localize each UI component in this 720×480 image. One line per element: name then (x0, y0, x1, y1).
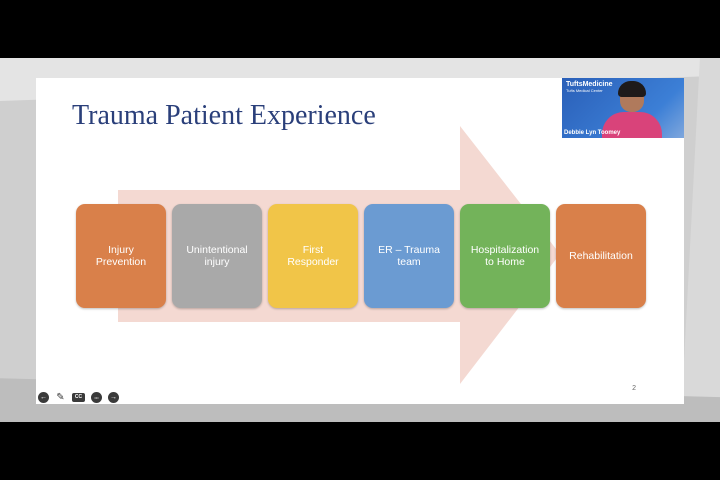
step-injury-prevention: Injury Prevention (76, 204, 166, 308)
presenter-name: Debbie Lyn Toomey (564, 130, 621, 136)
presentation-stage: Trauma Patient Experience Injury Prevent… (0, 58, 720, 422)
arrow-right-icon[interactable]: → (108, 392, 119, 403)
step-hospitalization: Hospitalization to Home (460, 204, 550, 308)
slide-controls: ← ✎ CC ••• → (38, 392, 119, 403)
more-icon[interactable]: ••• (91, 392, 102, 403)
step-rehabilitation: Rehabilitation (556, 204, 646, 308)
video-logo: TuftsMedicine Tufts Medical Center (566, 81, 613, 93)
pen-icon[interactable]: ✎ (56, 392, 65, 403)
presenter-video[interactable]: TuftsMedicine Tufts Medical Center Debbi… (562, 78, 684, 138)
slide-title: Trauma Patient Experience (72, 100, 376, 131)
slide: Trauma Patient Experience Injury Prevent… (36, 78, 684, 404)
arrow-left-icon[interactable]: ← (38, 392, 49, 403)
step-first-responder: First Responder (268, 204, 358, 308)
presenter-body (602, 112, 662, 138)
logo-text: TuftsMedicine (566, 81, 613, 88)
logo-subtext: Tufts Medical Center (566, 88, 603, 93)
step-er-trauma-team: ER – Trauma team (364, 204, 454, 308)
presenter-hair (618, 81, 646, 97)
background-band (679, 58, 720, 422)
page-number: 2 (632, 385, 636, 392)
cc-icon[interactable]: CC (72, 393, 85, 402)
step-unintentional-injury: Unintentional injury (172, 204, 262, 308)
